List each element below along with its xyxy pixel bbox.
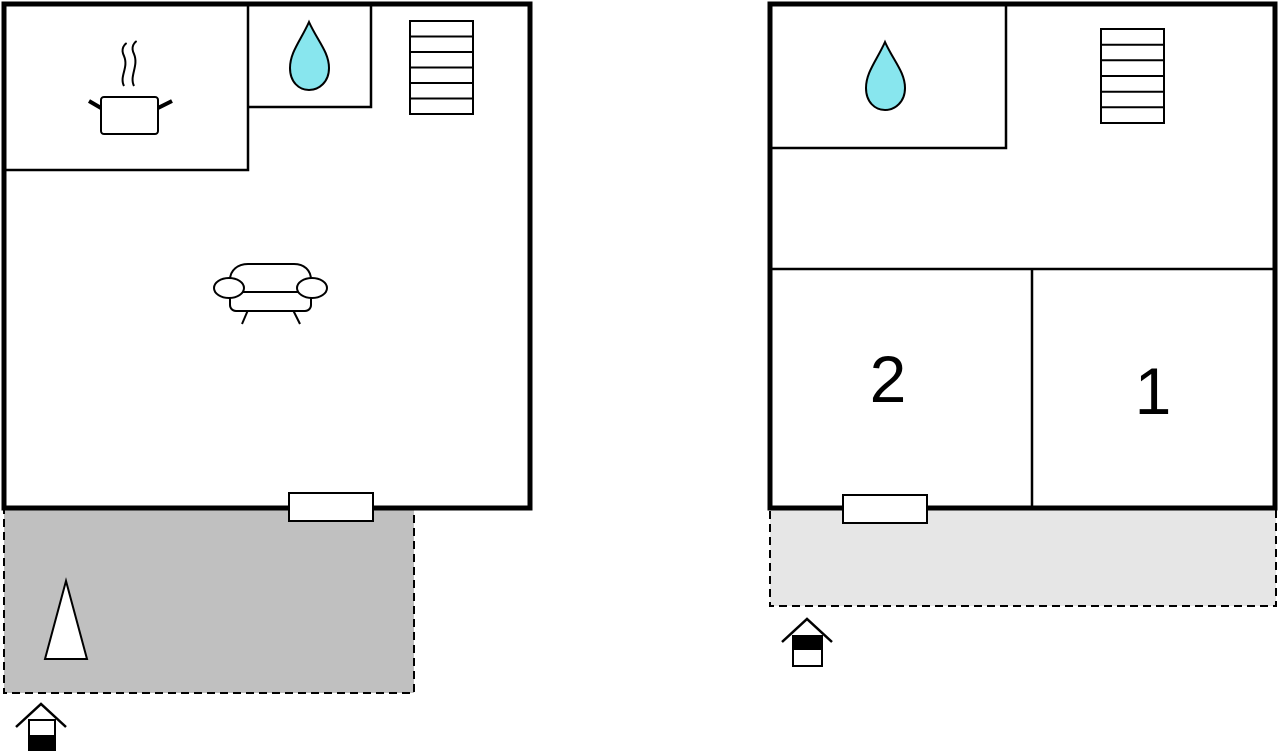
sofa-icon	[213, 263, 328, 325]
tree-icon	[43, 577, 89, 660]
bedroom-1-label: 1	[1135, 354, 1172, 428]
upper-floor: 2 1	[767, 1, 1278, 667]
upper-bathroom-partition	[772, 6, 1008, 150]
window-icon	[288, 492, 374, 522]
upper-terrace	[769, 508, 1277, 607]
ground-outer-wall	[1, 1, 533, 511]
entrance-icon	[15, 702, 67, 751]
bathroom-icon	[864, 39, 907, 112]
ground-bathroom-partition	[248, 6, 373, 109]
ground-floor	[1, 1, 533, 751]
kitchen-icon	[87, 40, 173, 135]
stairs-icon	[1100, 28, 1165, 124]
entrance-icon	[781, 617, 833, 667]
upper-outer-wall	[767, 1, 1278, 511]
bedroom-2-label: 2	[870, 342, 907, 416]
window-icon	[842, 494, 928, 524]
stairs-icon	[409, 20, 474, 115]
kitchen-partition	[6, 6, 250, 172]
bathroom-icon	[288, 19, 331, 92]
